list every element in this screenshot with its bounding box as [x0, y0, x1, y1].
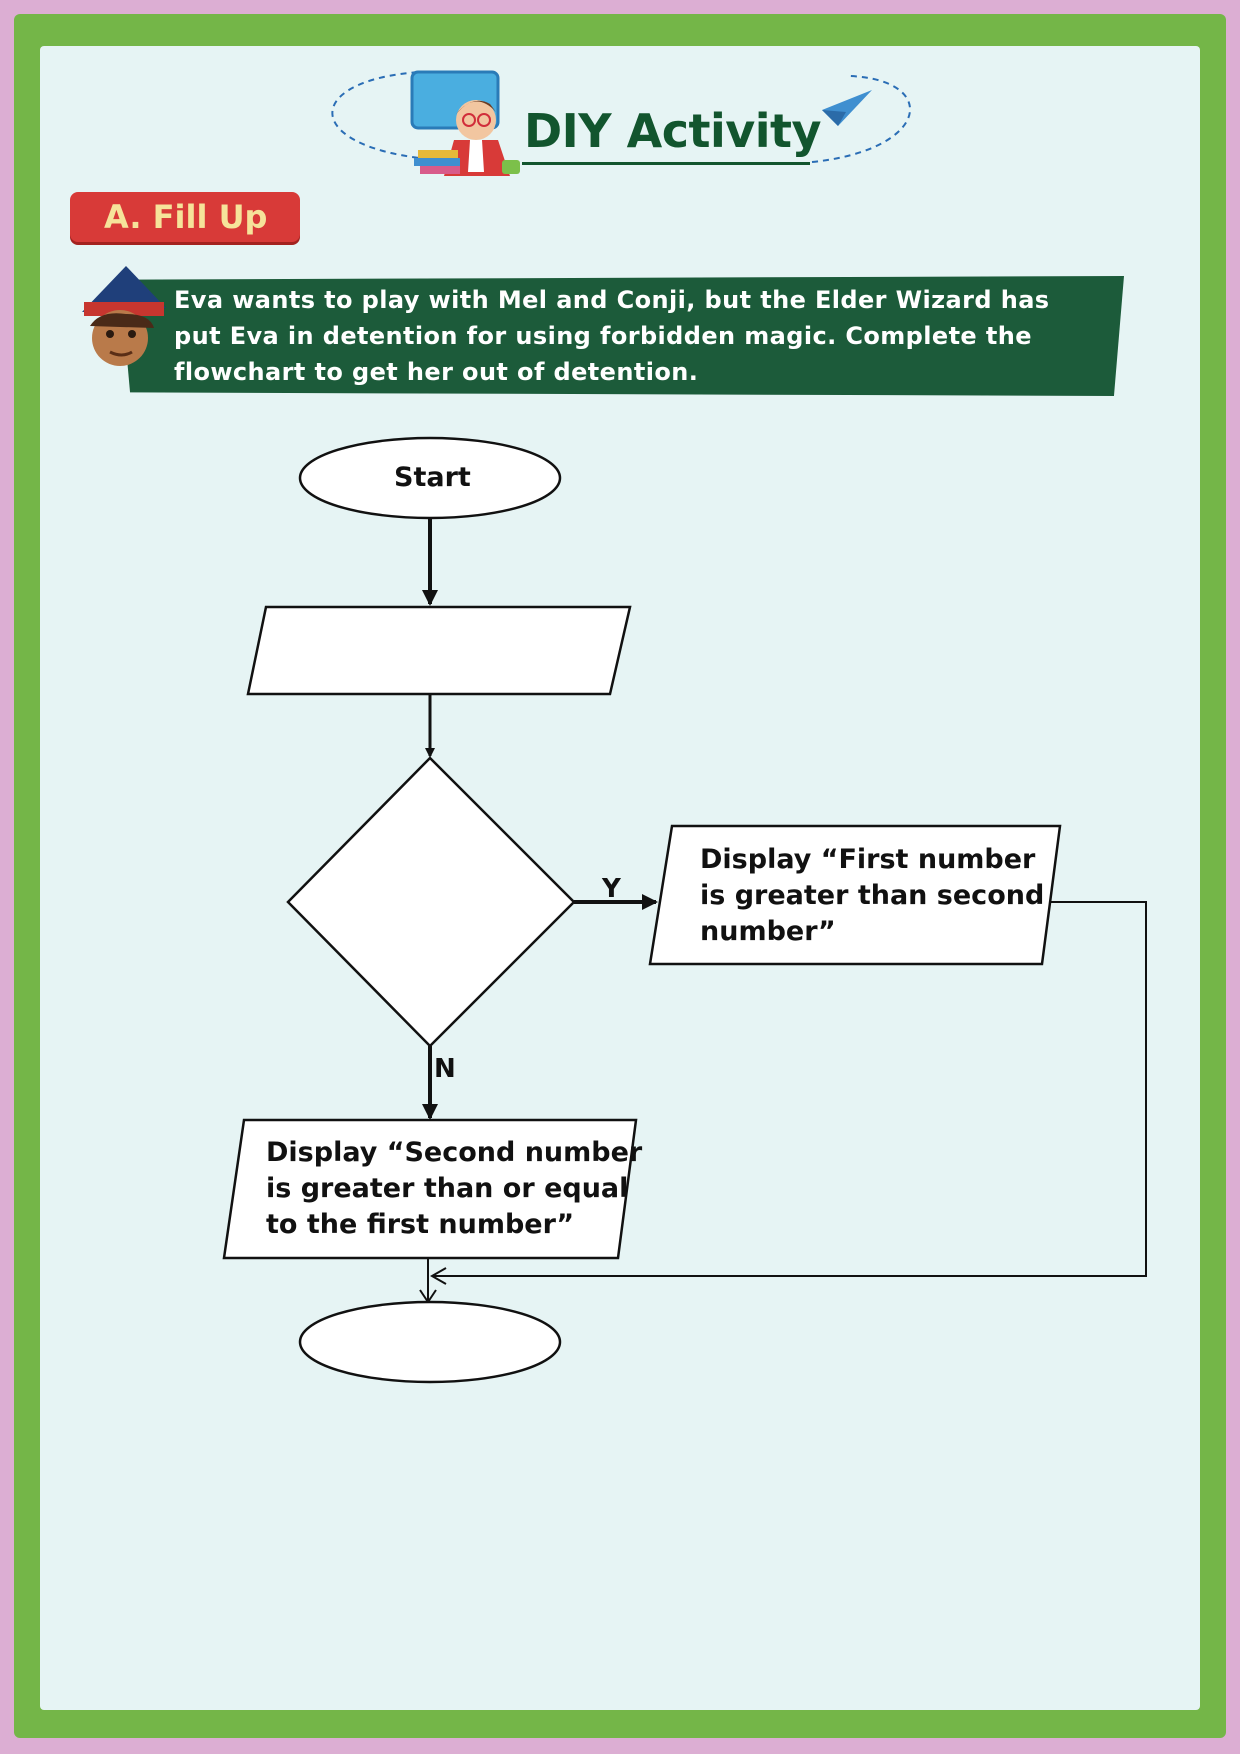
no-output-line-3: to the first number”	[266, 1209, 575, 1240]
section-label: A. Fill Up	[104, 198, 268, 236]
yes-output-line-3: number”	[700, 916, 836, 947]
no-output-line-2: is greater than or equal	[266, 1173, 629, 1204]
yes-output-line-1: Display “First number	[700, 844, 1036, 875]
instruction-line-3: flowchart to get her out of detention.	[174, 358, 699, 386]
yes-output-text: Display “First number is greater than se…	[700, 842, 1044, 950]
instruction-banner	[120, 276, 1124, 396]
yes-merge-connector	[434, 901, 1147, 1277]
section-badge: A. Fill Up	[70, 192, 300, 242]
instruction-line-2: put Eva in detention for using forbidden…	[174, 322, 1032, 350]
no-label: N	[434, 1054, 456, 1084]
yes-output-parallelogram	[648, 824, 1062, 966]
instruction-text: Eva wants to play with Mel and Conji, bu…	[174, 282, 1094, 390]
no-output-parallelogram	[222, 1118, 638, 1260]
page-title: DIY Activity	[524, 104, 821, 158]
yes-output-line-2: is greater than second	[700, 880, 1045, 911]
yes-label: Y	[602, 874, 621, 904]
decision-diamond[interactable]	[286, 756, 576, 1048]
start-label: Start	[394, 462, 471, 493]
input-parallelogram[interactable]	[246, 605, 632, 696]
instruction-line-1: Eva wants to play with Mel and Conji, bu…	[174, 286, 1050, 314]
end-terminator[interactable]	[298, 1300, 562, 1384]
no-output-line-1: Display “Second number	[266, 1137, 643, 1168]
wizard-character-icon	[82, 266, 166, 366]
no-output-text: Display “Second number is greater than o…	[266, 1135, 642, 1243]
title-underline	[522, 162, 810, 165]
